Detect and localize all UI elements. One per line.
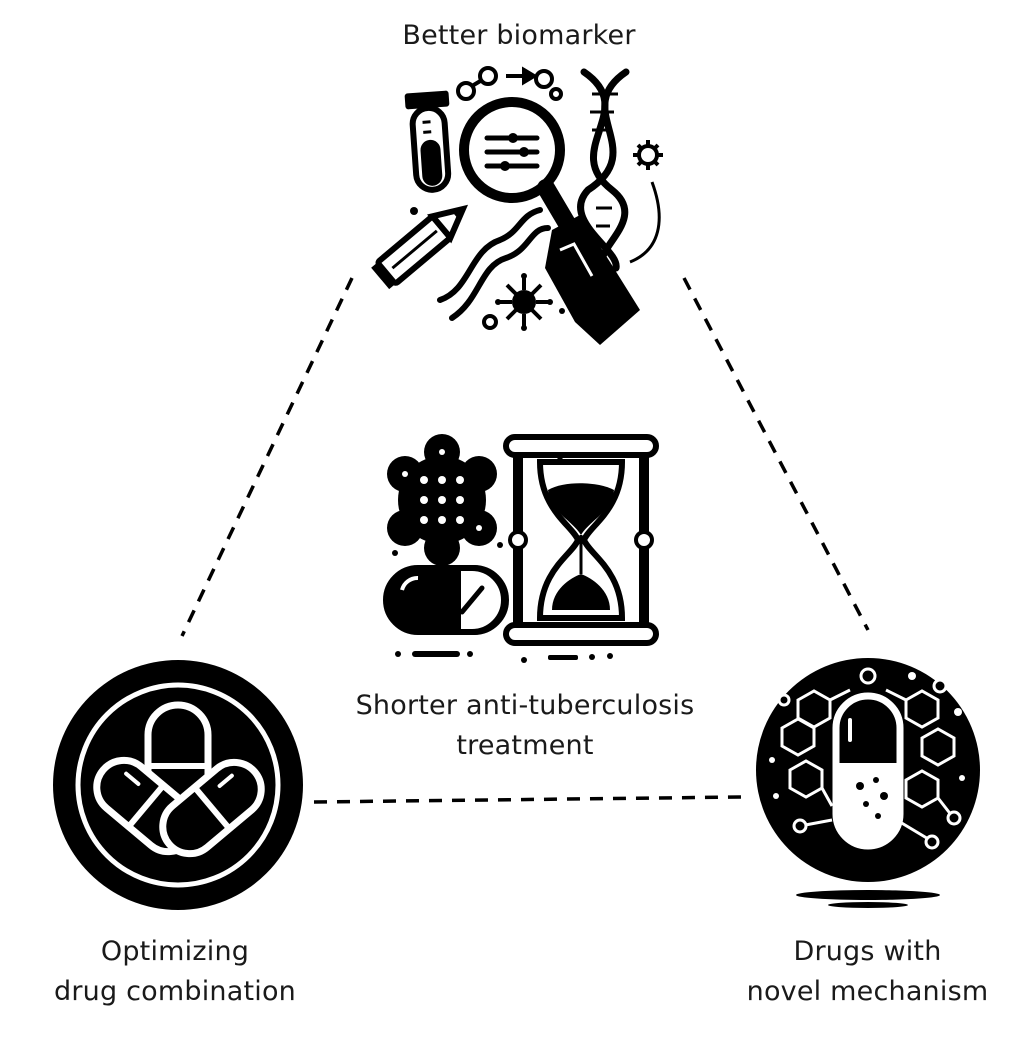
pill-combination-icon: [53, 660, 303, 910]
label-top-text: Better biomarker: [402, 20, 636, 51]
label-left-line1: Optimizing: [100, 936, 250, 967]
capsule-molecule-icon: [756, 658, 980, 908]
connector-top-left: [180, 277, 354, 637]
label-shorter-treatment: Shorter anti-tuberculosis treatment: [320, 686, 730, 766]
molecule-pill-hourglass-icon: [383, 434, 659, 663]
label-center-line1: Shorter anti-tuberculosis: [355, 690, 695, 721]
label-right-line2: novel mechanism: [746, 976, 989, 1007]
label-better-biomarker: Better biomarker: [359, 16, 679, 56]
connector-top-right: [682, 277, 870, 631]
biomarker-research-icon: [371, 66, 663, 345]
label-optimizing-combination: Optimizing drug combination: [20, 932, 330, 1012]
label-center-line2: treatment: [456, 730, 594, 761]
label-right-line1: Drugs with: [793, 936, 942, 967]
connector-bottom: [313, 795, 743, 804]
label-left-line2: drug combination: [54, 976, 296, 1007]
label-novel-mechanism: Drugs with novel mechanism: [715, 932, 1018, 1012]
